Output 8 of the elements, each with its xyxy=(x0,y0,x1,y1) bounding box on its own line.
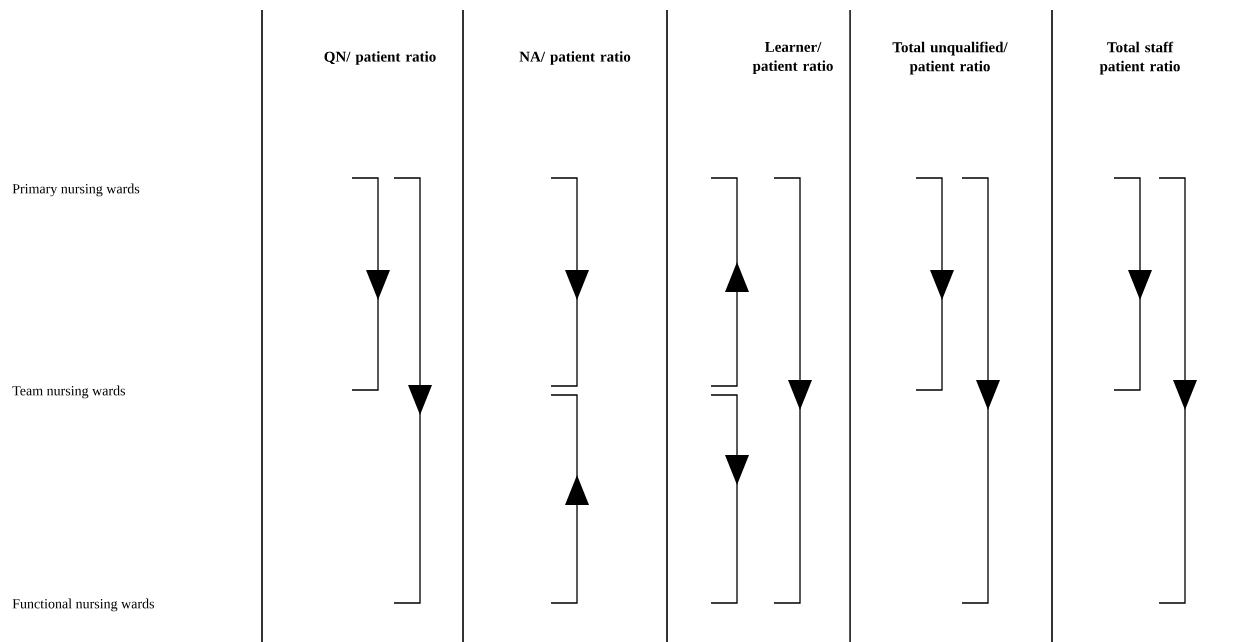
column-heading: Learner/ patient ratio xyxy=(752,41,833,75)
row-label: Team nursing wards xyxy=(12,385,126,399)
column-heading: Total staff patient ratio xyxy=(1099,41,1180,75)
row-label: Functional nursing wards xyxy=(12,598,155,612)
column-heading: NA/ patient ratio xyxy=(519,51,631,65)
column-heading: QN/ patient ratio xyxy=(324,51,436,65)
column-heading: Total unqualified/ patient ratio xyxy=(892,41,1008,75)
row-label: Primary nursing wards xyxy=(12,183,140,197)
